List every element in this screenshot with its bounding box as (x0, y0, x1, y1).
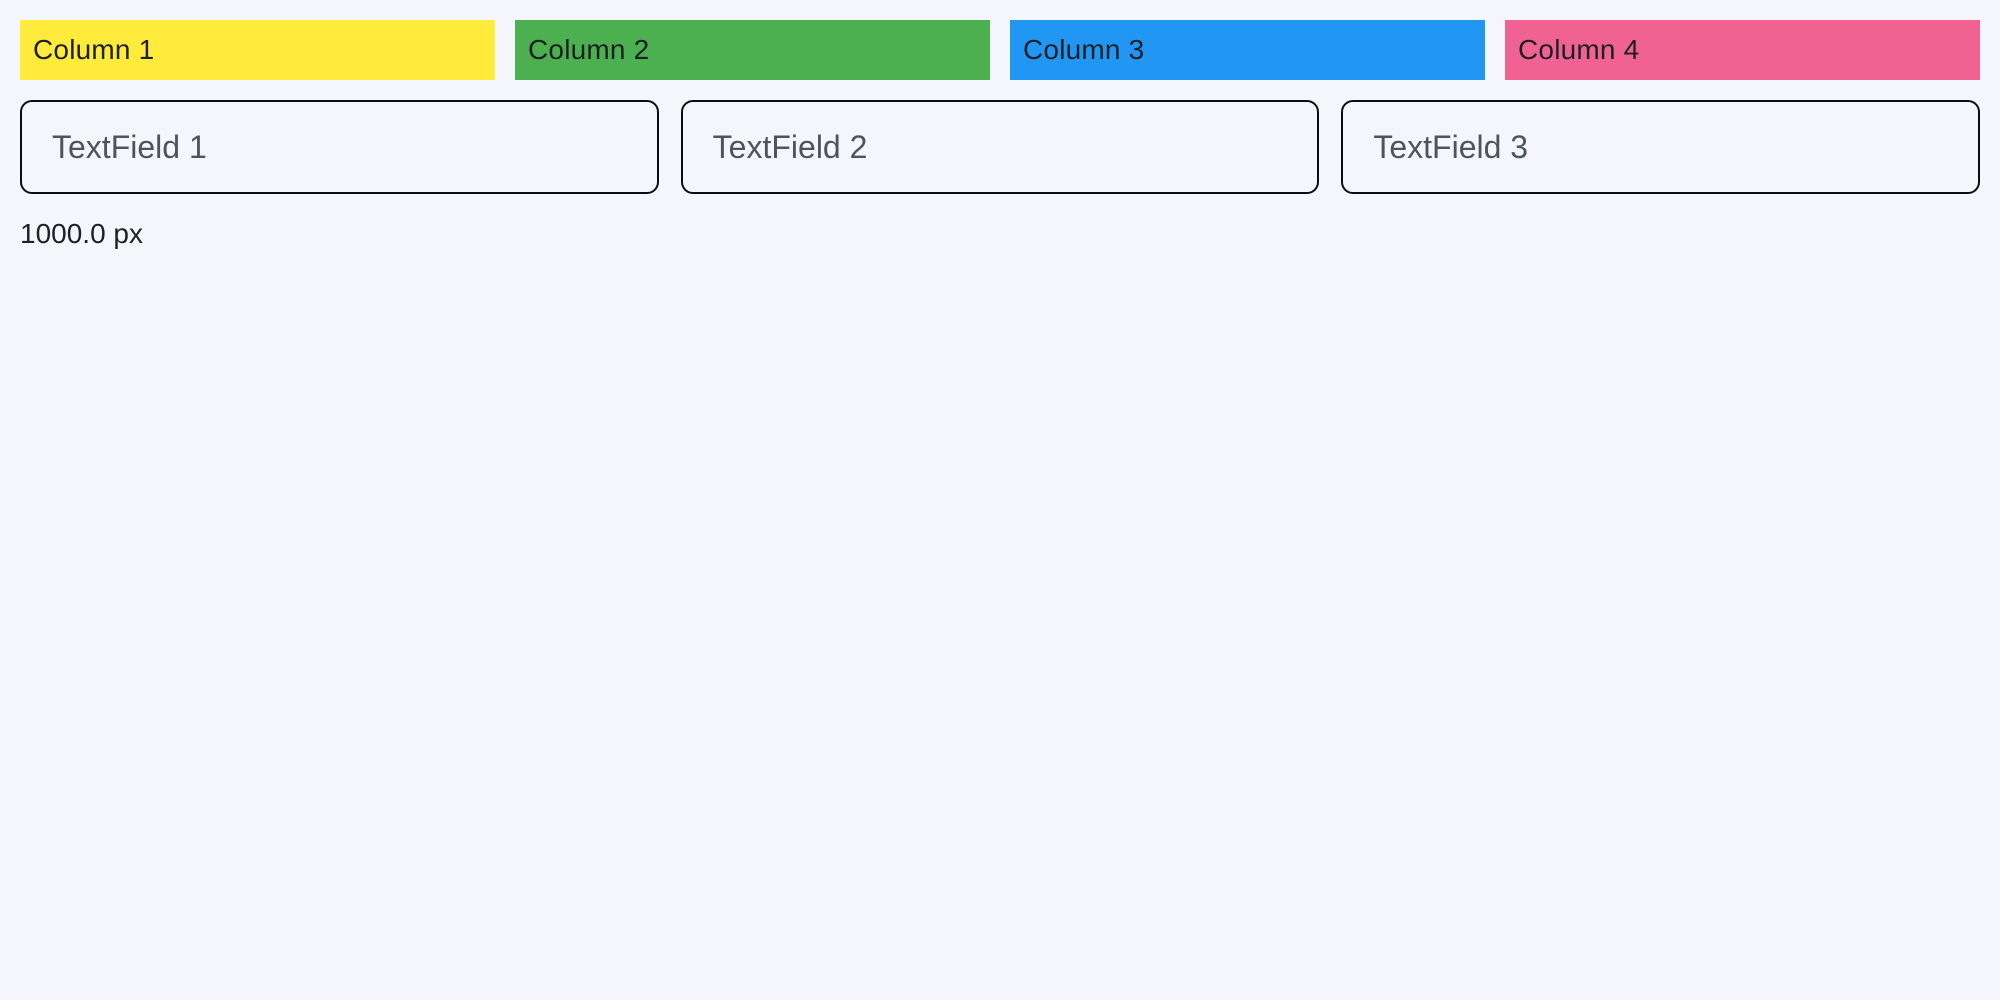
textfield-1[interactable] (20, 100, 659, 194)
column-header-2: Column 2 (515, 20, 990, 80)
column-header-4: Column 4 (1505, 20, 1980, 80)
column-2-label: Column 2 (528, 34, 650, 65)
column-header-3: Column 3 (1010, 20, 1485, 80)
textfield-2[interactable] (680, 100, 1320, 194)
columns-row: Column 1 Column 2 Column 3 Column 4 (0, 0, 2000, 80)
column-header-1: Column 1 (20, 20, 495, 80)
column-1-label: Column 1 (33, 34, 155, 65)
column-4-label: Column 4 (1518, 34, 1640, 65)
textfields-row (0, 80, 2000, 194)
column-3-label: Column 3 (1023, 34, 1145, 65)
textfield-3[interactable] (1341, 100, 1981, 194)
screen-width-label: 1000.0 px (20, 218, 143, 249)
